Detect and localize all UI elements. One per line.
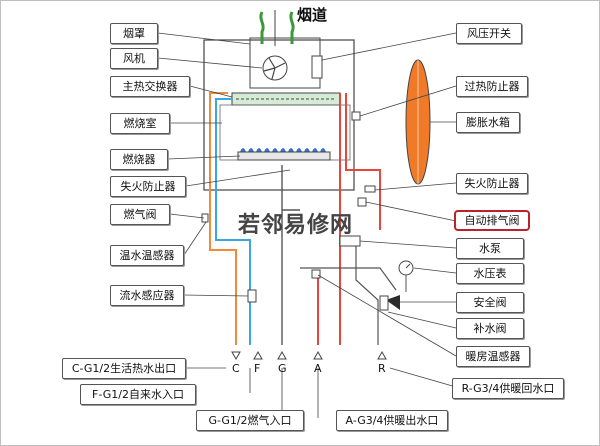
label-port-c: C-G1/2生活热水出口 <box>62 358 186 379</box>
watermark-text: 若邻易修网 <box>238 212 354 238</box>
label-pump: 水泵 <box>456 238 524 259</box>
label-fan: 风机 <box>110 48 158 69</box>
flue-pipe-left <box>259 11 265 44</box>
label-expansion-tank: 膨胀水箱 <box>456 112 520 133</box>
burner-flames <box>240 148 326 152</box>
label-burner: 燃烧器 <box>110 149 168 170</box>
flame-failure-right-icon <box>364 185 376 193</box>
wind-pressure-switch-body <box>311 55 323 79</box>
label-combustion-chamber: 燃烧室 <box>110 113 170 134</box>
label-port-a: A-G3/4供暖出水口 <box>336 410 448 431</box>
return-pipes <box>300 240 397 345</box>
leader-lines-right <box>186 32 457 418</box>
flue-pipe-right <box>289 11 295 44</box>
port-markers <box>231 350 387 361</box>
leader-lines-left <box>157 32 291 297</box>
heating-sensor-icon <box>311 269 321 279</box>
label-wind-pressure-switch: 风压开关 <box>456 23 522 44</box>
label-port-f: F-G1/2自来水入口 <box>80 384 196 405</box>
label-overheat-protector: 过热防止器 <box>456 76 528 97</box>
label-makeup-valve: 补水阀 <box>456 318 524 339</box>
label-flame-failure-left: 失火防止器 <box>110 176 186 197</box>
label-auto-air-vent: 自动排气阀 <box>454 210 530 231</box>
port-f: F <box>254 362 261 375</box>
label-gas-valve: 燃气阀 <box>110 204 170 225</box>
fan-blades <box>263 57 286 80</box>
port-a: A <box>314 362 322 375</box>
label-heating-sensor: 暖房温感器 <box>456 346 530 367</box>
hot-pipes <box>317 93 381 345</box>
label-hot-water-sensor: 温水温感器 <box>110 245 184 266</box>
label-hood: 烟罩 <box>110 23 158 44</box>
overheat-protector-icon <box>351 111 361 121</box>
gas-pipe <box>281 165 300 345</box>
label-pressure-gauge: 水压表 <box>456 263 524 284</box>
label-flame-failure-right: 失火防止器 <box>456 173 528 194</box>
label-flow-sensor: 流水感应器 <box>110 285 184 306</box>
safety-valve-icon <box>386 295 400 310</box>
flow-sensor-icon <box>247 289 257 303</box>
label-port-r: R-G3/4供暖回水口 <box>452 378 564 399</box>
label-port-g: G-G1/2燃气入口 <box>196 410 304 431</box>
orange-pipes <box>209 92 237 345</box>
burner-body <box>237 151 331 161</box>
label-safety-valve: 安全阀 <box>456 292 524 313</box>
port-c: C <box>232 362 240 375</box>
label-main-heat-exchanger: 主热交换器 <box>110 76 190 97</box>
cold-pipes <box>215 98 251 345</box>
flue-label: 烟道 <box>297 6 328 24</box>
port-g: G <box>278 362 287 375</box>
port-r: R <box>378 362 386 375</box>
auto-air-vent-icon <box>357 197 367 207</box>
